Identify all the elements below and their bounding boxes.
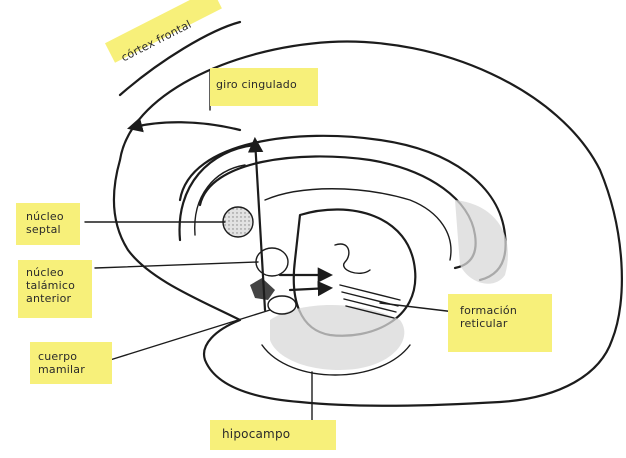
thalamus-squiggle xyxy=(335,244,370,273)
hippocampus-region xyxy=(270,305,404,370)
nucleo-talamico-label: núcleo talámico anterior xyxy=(26,266,75,305)
leader-thalamic xyxy=(95,262,258,268)
cingulate-to-frontal-arrow xyxy=(130,122,240,130)
formacion-reticular-label: formación reticular xyxy=(460,304,517,330)
mammillary-body xyxy=(268,296,296,314)
giro-cingulado-label: giro cingulado xyxy=(216,78,297,91)
cuerpo-mamilar-label: cuerpo mamilar xyxy=(38,350,85,376)
hipocampo-label: hipocampo xyxy=(222,428,290,441)
mamilar-arrow xyxy=(290,288,330,290)
nucleo-septal-label: núcleo septal xyxy=(26,210,64,236)
leader-cuerpo xyxy=(110,310,270,360)
corpus-inner-curve xyxy=(265,189,451,260)
